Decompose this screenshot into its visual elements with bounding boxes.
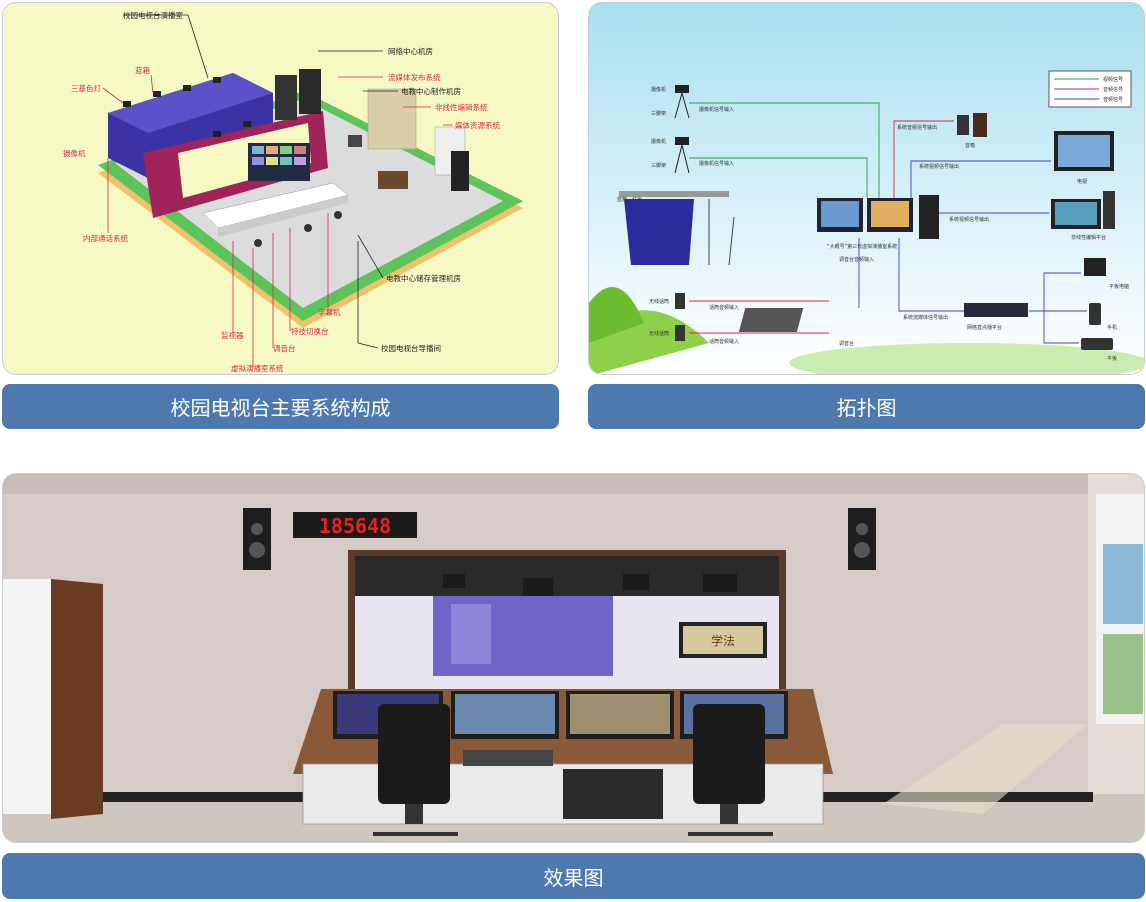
label-tv: 电视: [1077, 178, 1087, 185]
label-backdrop: 蓝箱、灯光: [617, 196, 642, 203]
label-studio: 校园电视台演播室: [123, 10, 183, 20]
live-platform-icon: [964, 303, 1028, 317]
label-special-switcher: 特技切换台: [291, 326, 329, 336]
effect-rendering: 185648 学法: [3, 474, 1144, 842]
label-speaker: 音箱: [965, 142, 975, 149]
label-mixer: 调音台: [273, 343, 296, 353]
label-camera-2: 摄像机: [651, 138, 666, 145]
label-tablet: 平板电脑: [1109, 283, 1129, 290]
label-nonlinear: 非线性编辑系统: [435, 102, 488, 112]
label-tripod-2: 三脚架: [651, 162, 666, 169]
label-pad: 平板: [1107, 355, 1117, 362]
label-monitor: 监视器: [221, 330, 244, 340]
digital-clock: [293, 512, 417, 538]
label-camera: 摄像机: [63, 148, 86, 158]
studio-screen-text: 学法: [711, 633, 735, 648]
label-video-in-2: 摄像机信号输入: [699, 160, 734, 167]
label-media-asset: 媒体资源系统: [455, 120, 500, 130]
effect-panel: 185648 学法: [2, 473, 1145, 843]
topology-diagram: 视频信号 音频信号 音频信号 摄像机 三脚架 摄像机 三脚架 蓝箱、灯光 无线话…: [589, 70, 1144, 374]
chair-left-icon: [373, 704, 458, 836]
clock-text: 185648: [319, 514, 391, 538]
system-caption: 校园电视台主要系统构成: [2, 384, 559, 429]
blue-backdrop-icon: [619, 191, 735, 266]
chair-right-icon: [688, 704, 773, 836]
control-panel: [463, 750, 553, 766]
label-mic-2: 无线话筒: [649, 330, 669, 337]
label-backdrop: 蓝箱: [135, 65, 150, 75]
system-illustration: 校园电视台演播室 蓝箱 三基色灯 摄像机 内部通话系统 网络中心机房 流媒体发布…: [63, 10, 523, 373]
mic-1-icon: [675, 293, 685, 309]
phone-icon: [1089, 303, 1101, 325]
tablet-icon: [1084, 258, 1106, 276]
label-subtitle: 字幕机: [318, 307, 341, 317]
pad-icon: [1081, 338, 1113, 350]
mic-2-icon: [675, 325, 685, 341]
label-three-color-light: 三基色灯: [71, 83, 101, 93]
label-live-platform: 网络直点播平台: [967, 324, 1002, 331]
label-mic-1: 无线话筒: [649, 298, 669, 305]
camera-1-icon: [674, 85, 690, 119]
label-director-room: 校园电视台导播间: [381, 343, 441, 353]
label-screen-out: 系统视频信号输出: [949, 216, 989, 223]
label-stream-out: 系统流媒体信号输出: [903, 314, 948, 321]
effect-caption: 效果图: [2, 853, 1145, 899]
door: [51, 579, 103, 819]
topology-panel: 视频信号 音频信号 音频信号 摄像机 三脚架 摄像机 三脚架 蓝箱、灯光 无线话…: [588, 2, 1145, 375]
camera-2-icon: [674, 137, 690, 174]
label-audio-in-1: 话筒音频输入: [709, 304, 739, 311]
equipment-rack: [563, 769, 663, 819]
speaker-right-icon: [848, 508, 876, 570]
label-mixer: 调音台: [839, 340, 854, 347]
label-audio-in-2: 话筒音频输入: [709, 338, 739, 345]
system-pc: [919, 195, 939, 239]
system-panel: 校园电视台演播室 蓝箱 三基色灯 摄像机 内部通话系统 网络中心机房 流媒体发布…: [2, 2, 559, 375]
label-storage-room: 电教中心储存管理机房: [386, 273, 461, 283]
speaker-left-icon: [243, 508, 271, 570]
label-production-room: 电教中心制作机房: [401, 86, 461, 96]
speaker-icon: [957, 115, 969, 135]
label-tripod-1: 三脚架: [651, 110, 666, 117]
label-virtual-studio: 虚拟演播室系统: [231, 363, 284, 373]
label-video-in-1: 摄像机信号输入: [699, 106, 734, 113]
label-tv-out: 系统视频信号输出: [919, 163, 959, 170]
label-mixer-out: 调音台音频输入: [839, 256, 874, 263]
legend-video: 视频信号: [1103, 76, 1123, 83]
label-network-room: 网络中心机房: [388, 46, 433, 56]
label-phone: 手机: [1107, 324, 1117, 331]
legend-audio: 音频信号: [1103, 86, 1123, 93]
label-pc: 非线性编辑平台: [1071, 234, 1106, 241]
label-system: “大眼号”第三代虚拟演播室系统: [827, 243, 897, 250]
legend-audio-2: 音频信号: [1103, 96, 1123, 103]
window-right: [1103, 544, 1143, 624]
label-camera-1: 摄像机: [651, 86, 666, 93]
label-intercom: 内部通话系统: [83, 233, 128, 243]
topology-caption: 拓扑图: [588, 384, 1145, 429]
mixer-icon: [738, 308, 804, 332]
label-speaker-out: 系统音频信号输出: [897, 124, 937, 131]
label-streaming: 流媒体发布系统: [388, 72, 441, 82]
